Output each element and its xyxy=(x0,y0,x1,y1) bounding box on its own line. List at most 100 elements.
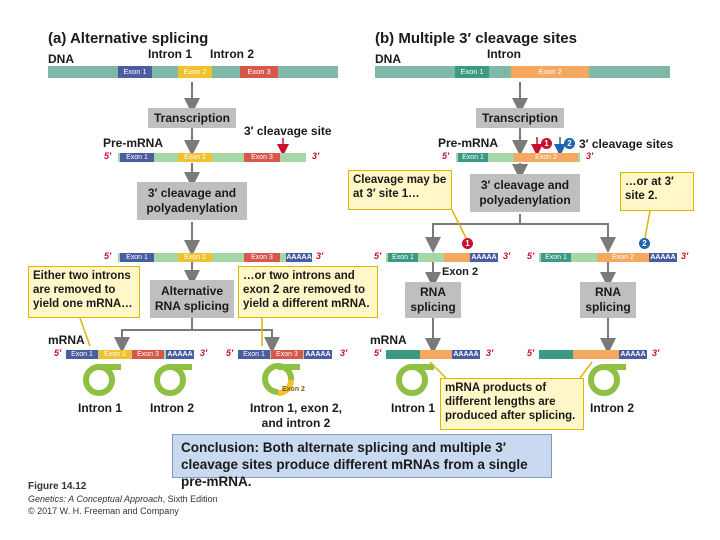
site1-marker-branch: 1 xyxy=(462,238,473,249)
mrna1-exon2: Exon 2 xyxy=(99,350,131,359)
copyright: © 2017 W. H. Freeman and Company xyxy=(28,506,179,516)
lariat-intron2 xyxy=(154,364,192,396)
cleavage-site-1-marker: 1 xyxy=(541,138,552,149)
callout-or-two-introns: …or two introns and exon 2 are removed t… xyxy=(238,266,378,318)
b-mrna2-strip xyxy=(539,350,619,359)
polyadenylation-box-b: 3′ cleavage and polyadenylation xyxy=(470,174,580,212)
callout-b-right-pointer xyxy=(644,210,651,239)
rna-splicing-box-left: RNA splicing xyxy=(405,282,461,318)
premrna-exon3: Exon 3 xyxy=(244,153,280,162)
conclusion-box: Conclusion: Both alternate splicing and … xyxy=(172,434,552,489)
branch2-exon1: Exon 1 xyxy=(541,253,571,262)
book-title-italic: Genetics: A Conceptual Approach xyxy=(28,494,163,504)
lariat2-label: Intron 2 xyxy=(150,401,194,415)
arrow-a-right-branch xyxy=(192,329,280,353)
rna-splicing-box-right: RNA splicing xyxy=(580,282,636,318)
mrna2-exon1: Exon 1 xyxy=(238,350,270,359)
premrna-b-exon1: Exon 1 xyxy=(458,153,488,162)
branch2-exon2: Exon 2 xyxy=(597,253,649,262)
premrna-label-b: Pre-mRNA xyxy=(438,136,499,150)
lariat1-label: Intron 1 xyxy=(78,401,122,415)
callout-b-bottom-pointer-right xyxy=(579,361,593,379)
callout-products-different-lengths: mRNA products of different lengths are p… xyxy=(440,378,584,430)
panel-a-title: (a) Alternative splicing xyxy=(48,30,209,47)
exon3-segment: Exon 3 xyxy=(240,66,278,78)
branch2-tail: AAAAA xyxy=(649,253,677,262)
premrna-strip-b: Exon 1 Exon 2 xyxy=(456,153,580,162)
panel-b-intron-label: Intron xyxy=(487,47,521,61)
b-mrna1-five: 5′ xyxy=(374,348,382,358)
panel-b-dna-label: DNA xyxy=(375,52,401,66)
callout-a-left-pointer xyxy=(79,317,91,347)
mrna-label-b: mRNA xyxy=(370,333,407,347)
b-lariat-right-label: Intron 2 xyxy=(590,401,634,415)
mrna1-five: 5′ xyxy=(54,348,62,358)
premrna-b-five: 5′ xyxy=(442,151,450,161)
mrna1-three: 3′ xyxy=(200,348,208,358)
lariat3-exon2-label: Exon 2 xyxy=(282,386,305,393)
exon1-segment: Exon 1 xyxy=(118,66,152,78)
b-lariat-left-label: Intron 1 xyxy=(391,401,435,415)
callout-b-left-pointer xyxy=(451,209,467,239)
mrna1-exon3: Exon 3 xyxy=(132,350,164,359)
mrna2-exon3: Exon 3 xyxy=(271,350,303,359)
b-mrna1-strip xyxy=(386,350,452,359)
polya-exon2: Exon 2 xyxy=(178,253,212,262)
branch1-exon2-label: Exon 2 xyxy=(442,266,479,278)
premrna-label-a: Pre-mRNA xyxy=(103,136,164,150)
premrna-b-three: 3′ xyxy=(586,151,594,161)
callout-b-bottom-pointer-left xyxy=(429,361,447,379)
polya-a-three: 3′ xyxy=(316,251,324,261)
site2-marker-branch: 2 xyxy=(639,238,650,249)
mrna2-five: 5′ xyxy=(226,348,234,358)
panel-b-title: (b) Multiple 3′ cleavage sites xyxy=(375,30,577,47)
cleavage-sites-label: 3′ cleavage sites xyxy=(579,137,674,151)
arrow-b-right-branch xyxy=(520,223,616,253)
panel-b-dna-strip: Exon 1 Exon 2 xyxy=(375,66,670,78)
exon2-segment: Exon 2 xyxy=(178,66,212,78)
book-title-edition: , Sixth Edition xyxy=(162,494,218,504)
arrow-b-left-branch xyxy=(425,214,521,253)
callout-cleavage-site-1: Cleavage may be at 3′ site 1… xyxy=(348,170,452,210)
panel-a-intron2-label: Intron 2 xyxy=(210,47,254,61)
b-exon2-segment: Exon 2 xyxy=(511,66,589,78)
premrna-b-exon2: Exon 2 xyxy=(514,153,578,162)
lariat-intron1 xyxy=(83,364,121,396)
arrow-a-left-branch xyxy=(114,318,193,353)
premrna-strip-a: Exon 1 Exon 2 Exon 3 xyxy=(118,153,306,162)
polya-exon3: Exon 3 xyxy=(244,253,280,262)
figure-number: Figure 14.12 xyxy=(28,481,87,492)
alternative-splicing-box: Alternative RNA splicing xyxy=(150,280,234,318)
transcription-box-b: Transcription xyxy=(476,108,564,128)
b-mrna2-five: 5′ xyxy=(527,348,535,358)
mrna1-exon1: Exon 1 xyxy=(66,350,98,359)
mrna-label-a: mRNA xyxy=(48,333,85,347)
branch1-tail: AAAAA xyxy=(470,253,498,262)
b-exon1-segment: Exon 1 xyxy=(455,66,489,78)
polya-exon1: Exon 1 xyxy=(120,253,154,262)
mrna2-three: 3′ xyxy=(340,348,348,358)
panel-a-dna-label: DNA xyxy=(48,52,74,66)
b-mrna2-three: 3′ xyxy=(652,348,660,358)
panel-a-dna-strip: Exon 1 Exon 2 Exon 3 xyxy=(48,66,338,78)
lariat-b-right xyxy=(588,364,626,396)
branch1-exon2 xyxy=(444,253,470,262)
branch1-five: 5′ xyxy=(374,251,382,261)
mrna2-strip: Exon 1 Exon 3 xyxy=(238,350,304,359)
polya-tail-a: AAAAA xyxy=(286,253,312,262)
b-mrna2-tail: AAAAA xyxy=(619,350,647,359)
lariat-intron1-exon2-intron2 xyxy=(262,363,300,396)
mrna1-strip: Exon 1 Exon 2 Exon 3 xyxy=(66,350,166,359)
branch1-exon1: Exon 1 xyxy=(388,253,418,262)
branch2-three: 3′ xyxy=(681,251,689,261)
branch1-three: 3′ xyxy=(503,251,511,261)
callout-cleavage-site-2: …or at 3′ site 2. xyxy=(620,172,694,211)
cleavage-site-2-marker: 2 xyxy=(564,138,575,149)
mrna1-tail: AAAAA xyxy=(166,350,194,359)
panel-a-intron1-label: Intron 1 xyxy=(148,47,192,61)
b-mrna1-exon2 xyxy=(420,350,452,359)
cleavage-site-label-a: 3′ cleavage site xyxy=(244,124,332,138)
b-mrna2-exon2 xyxy=(573,350,619,359)
premrna-a-five: 5′ xyxy=(104,151,112,161)
